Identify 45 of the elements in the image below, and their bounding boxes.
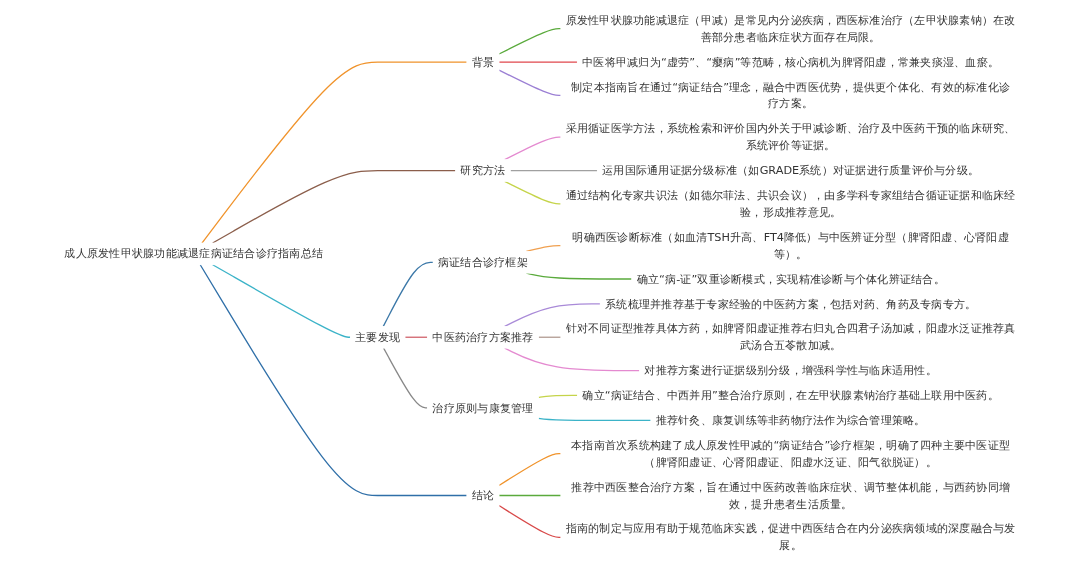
- connector: [382, 347, 429, 409]
- connector: [504, 303, 601, 328]
- connector: [537, 417, 652, 422]
- connector: [212, 169, 457, 244]
- node-text: 推荐针灸、康复训练等非药物疗法作为综合管理策略。: [655, 413, 926, 427]
- node-text: 推荐中西医整合治疗方案，旨在通过中医药改善临床症状、调节整体机能，与西药协同增效，提升患者生活质量。: [571, 480, 1011, 510]
- connector: [498, 61, 578, 63]
- connector: [201, 61, 468, 244]
- node-text: 指南的制定与应用有助于规范临床实践，促进中西医结合在内分泌疾病领域的深度融合与发展。: [565, 522, 1016, 552]
- connector: [498, 28, 562, 55]
- node-text: 中医药治疗方案推荐: [432, 330, 534, 344]
- node-text: 结论: [471, 488, 495, 502]
- node-text: 研究方法: [460, 163, 506, 177]
- connector: [504, 180, 562, 205]
- node-text: 运用国际通用证据分级标准（如GRADE系统）对证据进行质量评价与分级。: [602, 163, 980, 177]
- connector: [212, 264, 352, 338]
- node-text: 确立“病-证”双重诊断模式，实现精准诊断与个体化辨证结合。: [636, 272, 945, 286]
- connector: [404, 336, 429, 338]
- node-text: 治疗原则与康复管理: [432, 401, 534, 414]
- node-text: 通过结构化专家共识法（如德尔菲法、共识会议），由多学科专家组结合循证证据和临床经验，形成推荐意见。: [565, 188, 1016, 219]
- connector: [382, 261, 434, 328]
- node-text: 主要发现: [355, 330, 401, 344]
- connector: [504, 136, 562, 161]
- node-text: 采用循证医学方法，系统检索和评价国内外关于甲减诊断、治疗及中医药干预的临床研究、系统评价等证据。: [565, 121, 1016, 152]
- connector: [498, 69, 562, 97]
- node-text: 中医将甲减归为“虚劳”、“瘿病”等范畴，核心病机为脾肾阳虚，常兼夹痰湿、血瘀。: [582, 55, 1000, 69]
- connector: [537, 394, 579, 399]
- node-text: 原发性甲状腺功能减退症（甲减）是常见内分泌疾病，西医标准治疗（左甲状腺素钠）在改善部分患者临床症状方面存在局限。: [565, 13, 1016, 44]
- node-text: 背景: [471, 55, 495, 69]
- connector: [498, 494, 562, 497]
- connector: [509, 169, 598, 172]
- node-text: 对推荐方案进行证据级别分级，增强科学性与临床适用性。: [644, 363, 937, 377]
- connector: [537, 336, 562, 338]
- node-text: 系统梳理并推荐基于专家经验的中医药方案，包括对药、角药及专病专方。: [605, 297, 977, 310]
- connector: [504, 347, 641, 372]
- connector: [498, 453, 562, 487]
- connector: [498, 504, 562, 538]
- node-text: 成人原发性甲状腺功能减退症病证结合诊疗指南总结: [64, 247, 324, 260]
- node-text: 病证结合诊疗框架: [437, 255, 528, 269]
- node-text: 本指南首次系统构建了成人原发性甲减的“病证结合”诊疗框架，明确了四种主要中医证型（脾肾阳虚证、心肾阳虚证、阳虚水泛证、阳气欲脱证）。: [571, 438, 1011, 469]
- node-text: 制定本指南旨在通过“病证结合”理念，融合中西医优势，提供更个体化、有效的标准化诊疗方案。: [571, 80, 1011, 110]
- connector: [199, 264, 468, 497]
- node-text: 针对不同证型推荐具体方药，如脾肾阳虚证推荐右归丸合四君子汤加减，阳虚水泛证推荐真武汤合五苓散加减。: [565, 321, 1016, 352]
- node-text: 确立“病证结合、中西并用”整合治疗原则，在左甲状腺素钠治疗基础上联用中医药。: [582, 388, 999, 402]
- node-text: 明确西医诊断标准（如血清TSH升高、FT4降低）与中医辨证分型（脾肾阳虚、心肾阳虚等）。: [572, 230, 1009, 261]
